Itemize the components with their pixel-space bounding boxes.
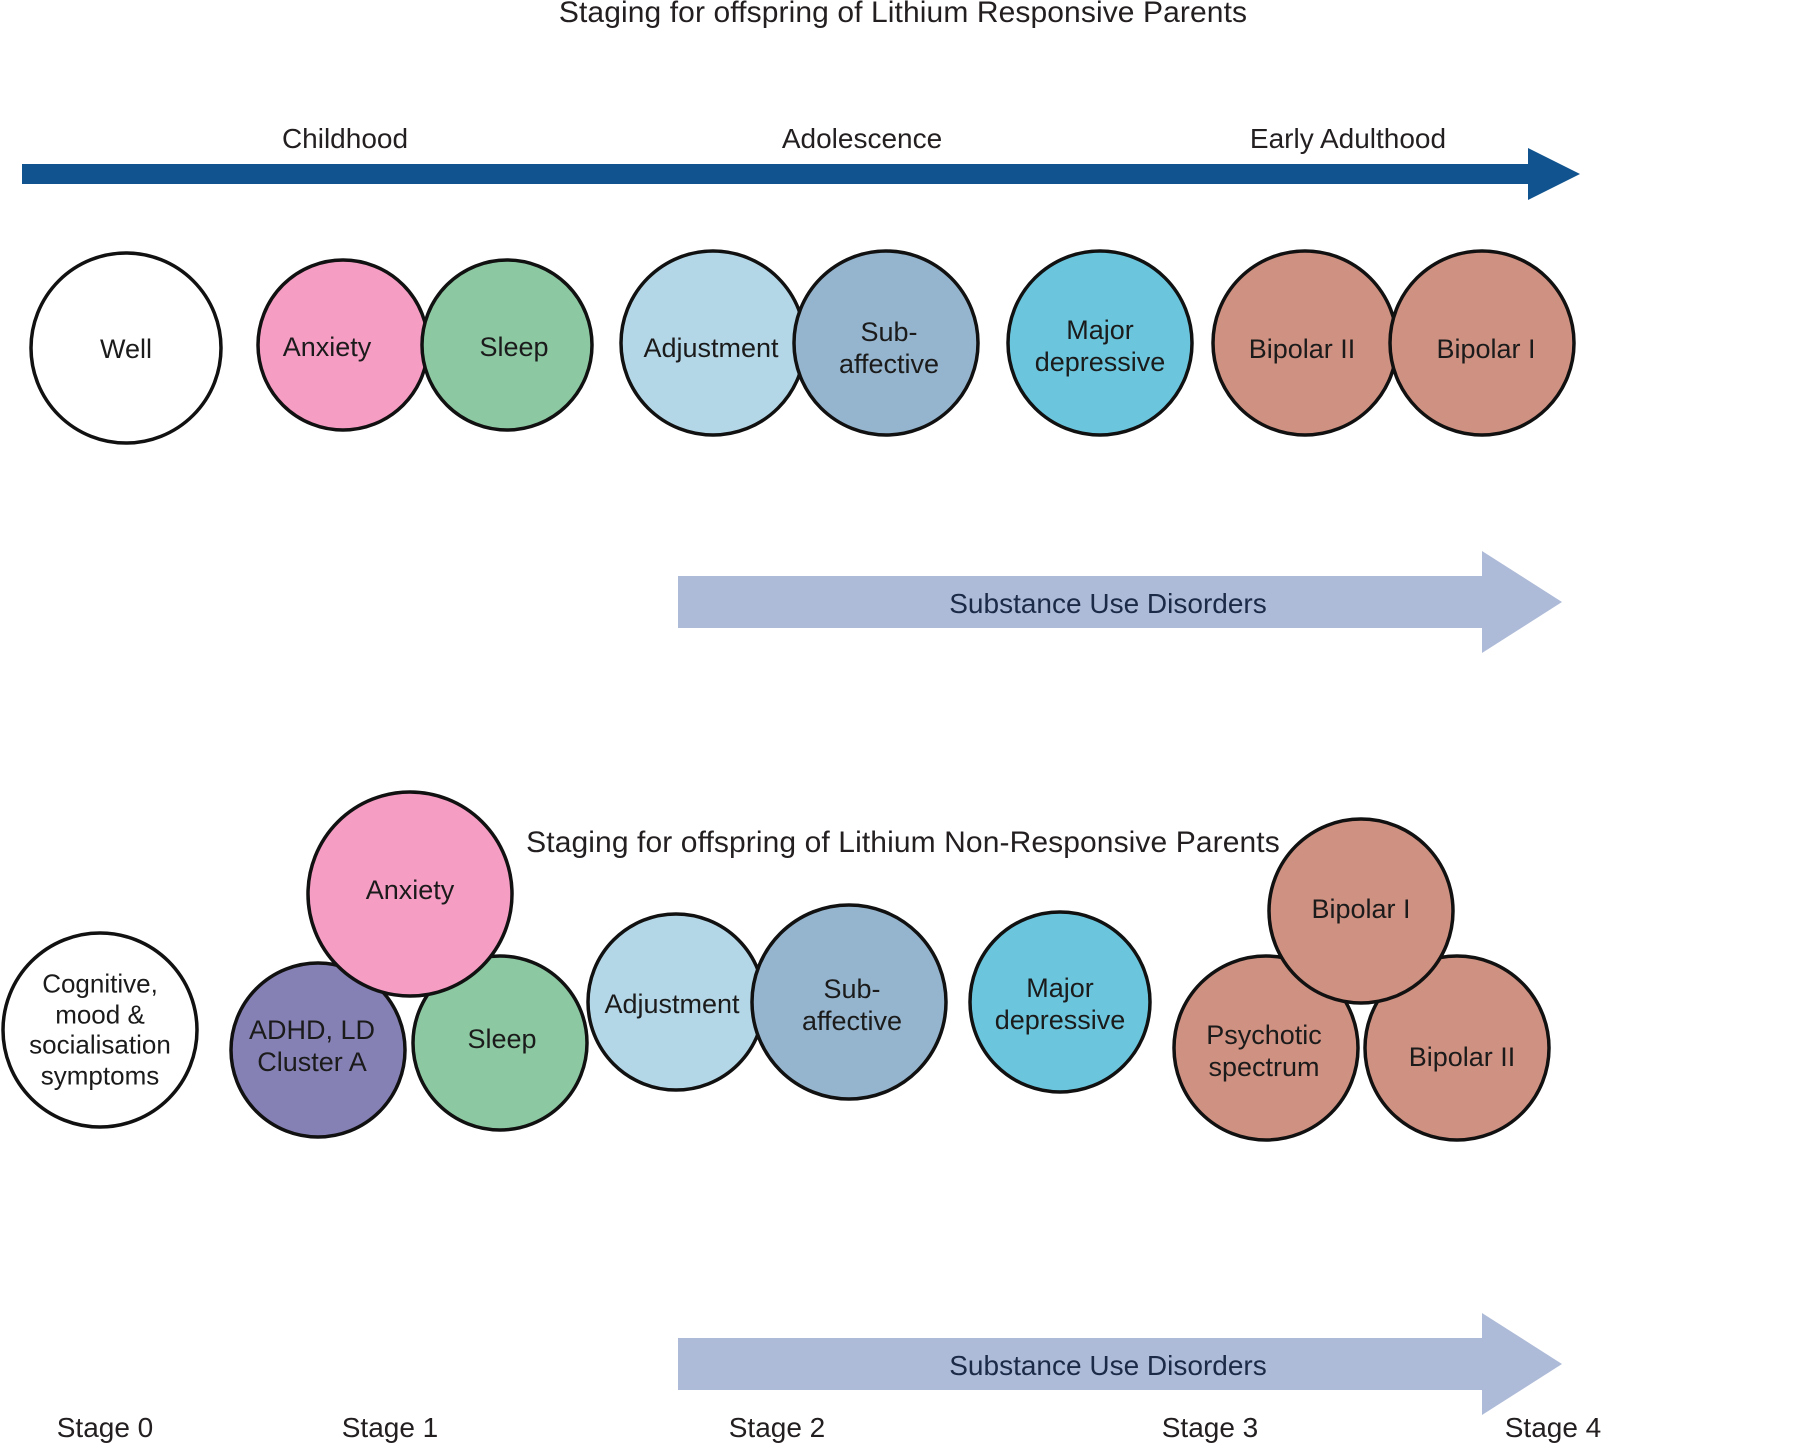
- node-circle-major-depressive[interactable]: [1006, 249, 1194, 437]
- stage-label-0: Stage 0: [56, 1412, 154, 1443]
- stage-label-2: Stage 2: [728, 1412, 826, 1443]
- node-circle-bipolar-ii-bottom[interactable]: [1363, 954, 1551, 1142]
- node-circle-bipolar-i-bottom[interactable]: [1267, 817, 1455, 1005]
- sud-label-bottom: Substance Use Disorders: [949, 1350, 1267, 1381]
- timeline-arrow: [22, 148, 1580, 200]
- stage-label-4: Stage 4: [1504, 1412, 1602, 1443]
- node-circle-well[interactable]: [29, 251, 223, 445]
- node-circle-sub-affective[interactable]: [792, 249, 980, 437]
- top-panel-title: Staging for offspring of Lithium Respons…: [558, 0, 1248, 29]
- node-circle-adhd-ld-cluster-a[interactable]: [229, 961, 407, 1139]
- stage-label-3: Stage 3: [1161, 1412, 1259, 1443]
- node-circle-major-depressive-bottom[interactable]: [968, 910, 1152, 1094]
- node-circle-sleep-bottom[interactable]: [411, 954, 589, 1132]
- bottom-panel-title: Staging for offspring of Lithium Non-Res…: [526, 826, 1280, 859]
- node-circle-bipolar-i[interactable]: [1388, 249, 1576, 437]
- node-circle-anxiety-bottom[interactable]: [306, 790, 514, 998]
- node-circle-cognitive-mood-socialisation[interactable]: [1, 931, 199, 1129]
- node-circle-psychotic-spectrum[interactable]: [1172, 954, 1360, 1142]
- stage-label-1: Stage 1: [341, 1412, 439, 1443]
- era-label-early-adulthood: Early Adulthood: [1249, 123, 1447, 154]
- sud-arrow-top: [678, 551, 1562, 653]
- era-label-adolescence: Adolescence: [781, 123, 943, 154]
- era-label-childhood: Childhood: [281, 123, 409, 154]
- sud-arrow-bottom: [678, 1313, 1562, 1415]
- sud-label-top: Substance Use Disorders: [949, 588, 1267, 619]
- node-circle-sub-affective-bottom[interactable]: [750, 903, 948, 1101]
- node-circle-sleep[interactable]: [420, 258, 594, 432]
